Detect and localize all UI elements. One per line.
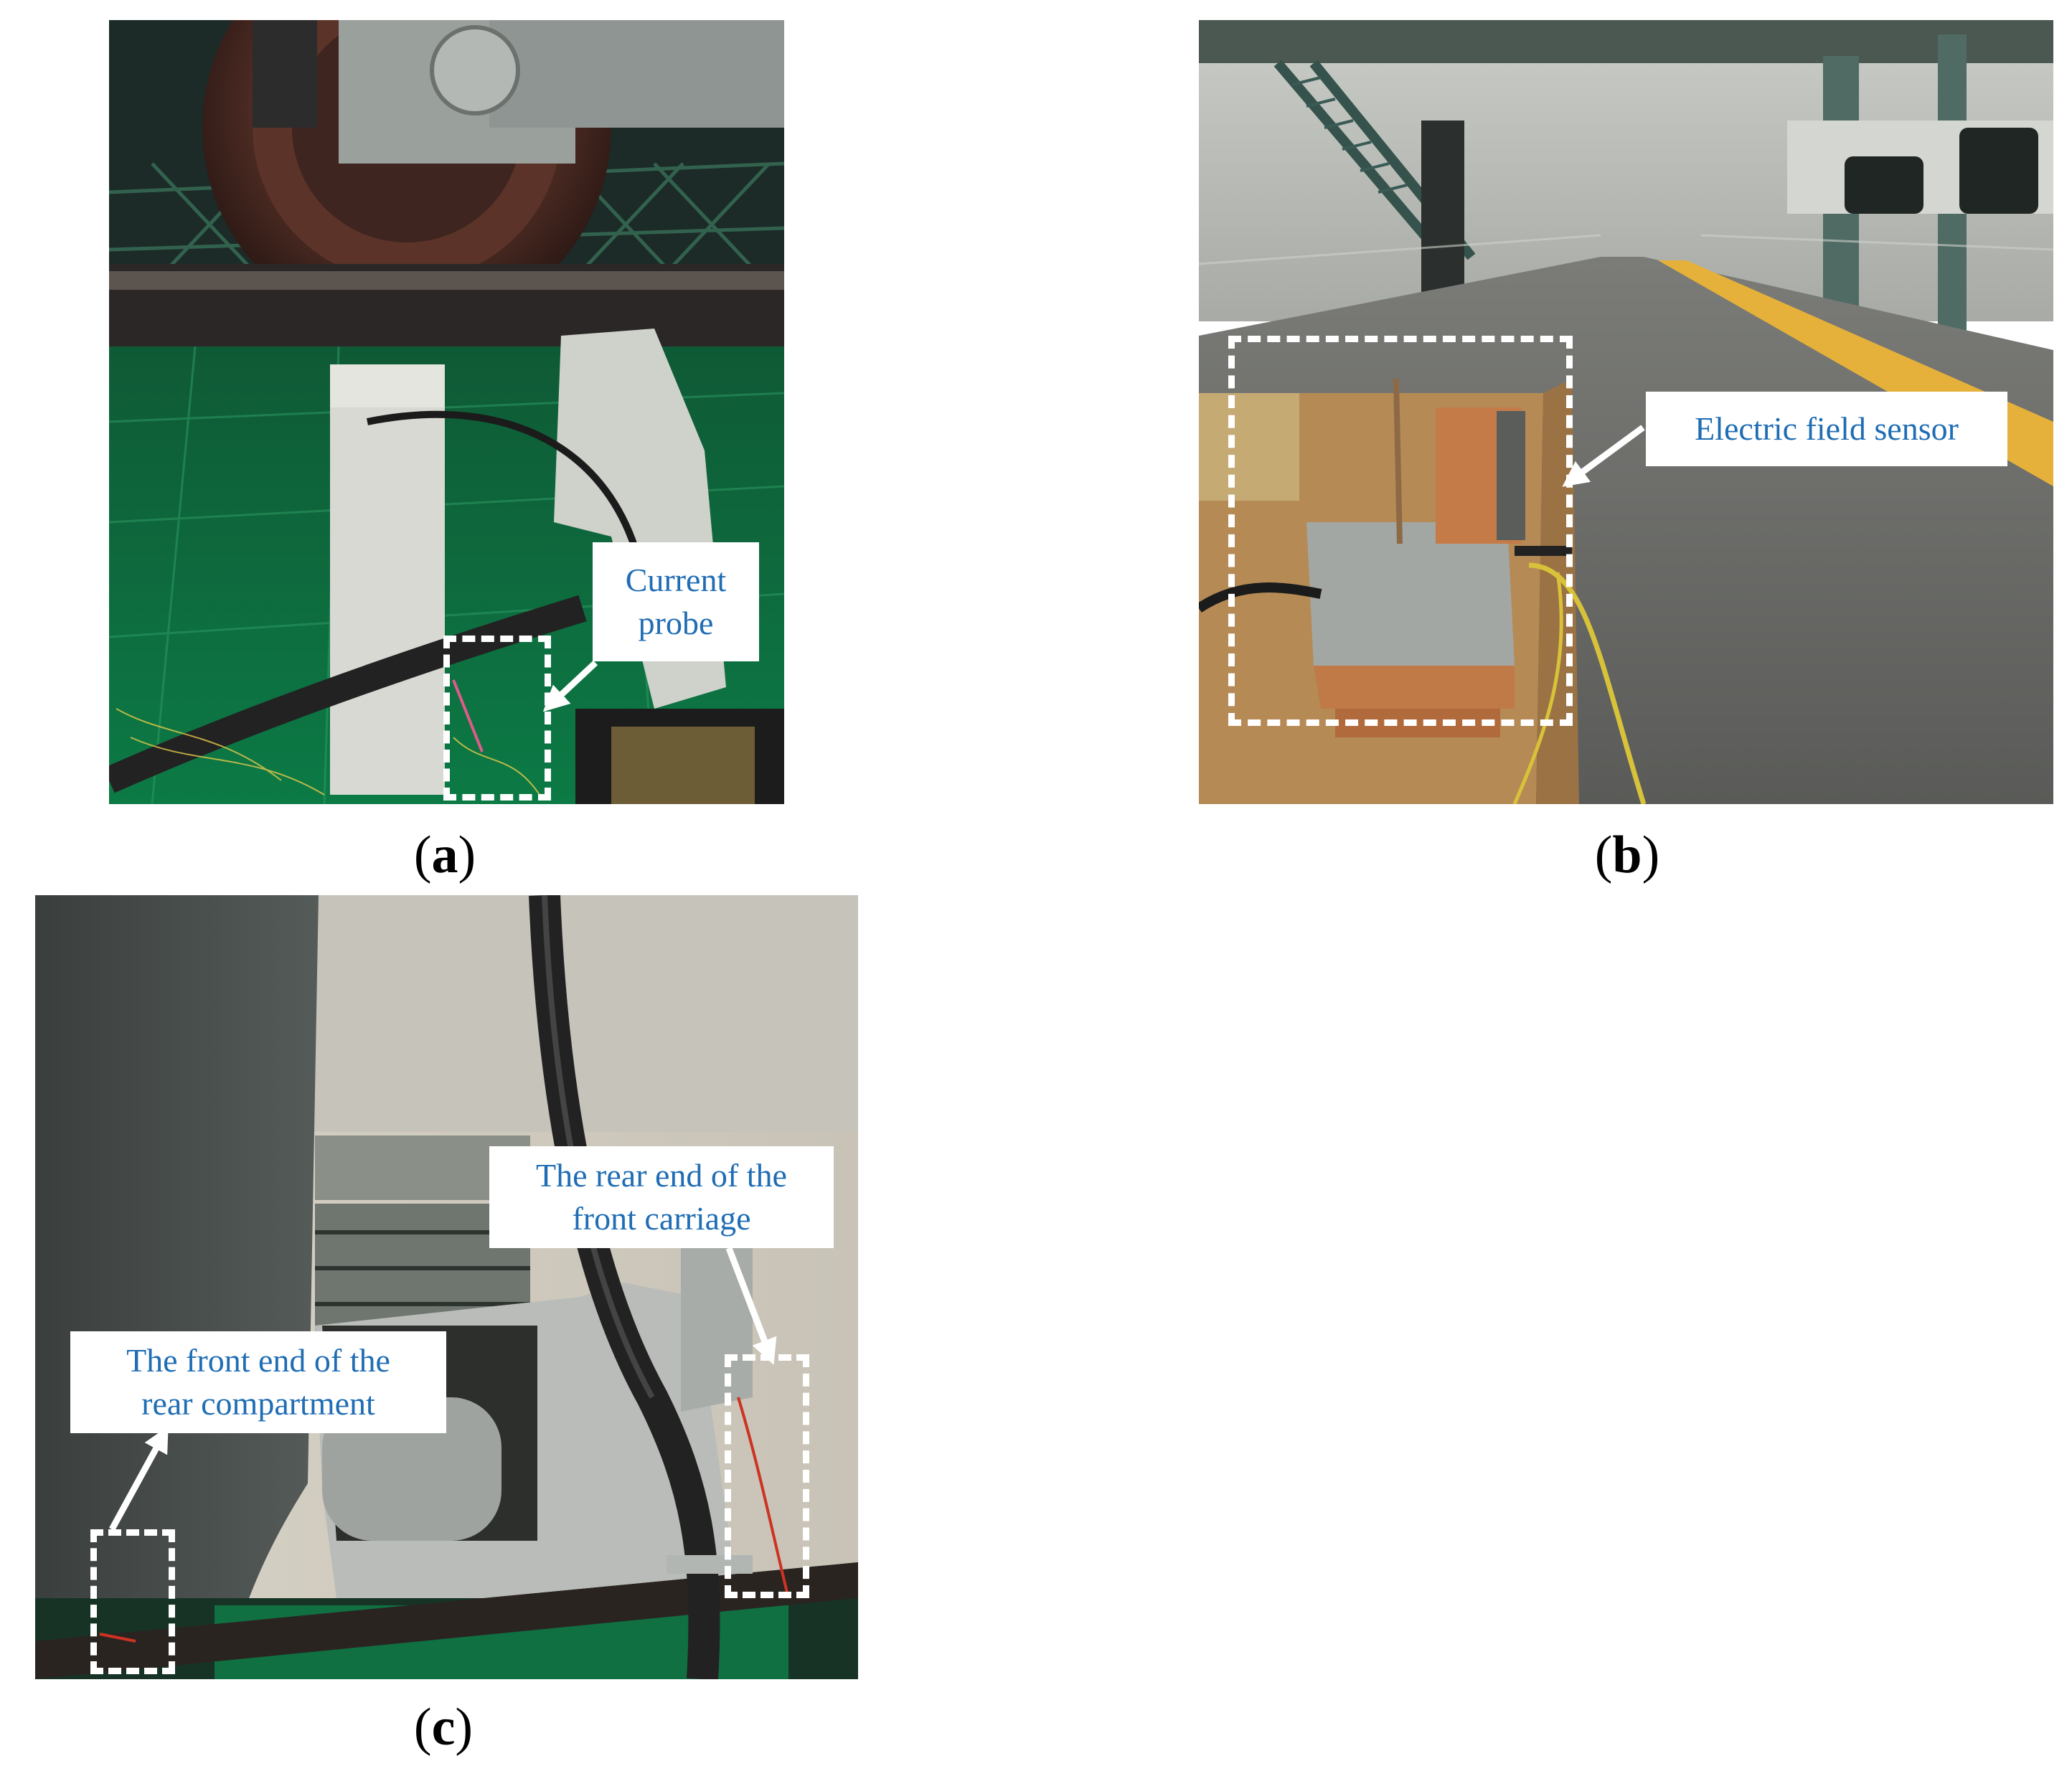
caption-b-close: ) [1642, 826, 1660, 884]
caption-a-open: ( [413, 826, 432, 884]
label-front-carriage-line2: front carriage [572, 1200, 751, 1237]
caption-a: (a) [373, 825, 517, 886]
label-electric-field-sensor-text: Electric field sensor [1695, 410, 1959, 447]
caption-b-open: ( [1594, 826, 1613, 884]
label-front-carriage-rear-end: The rear end of the front carriage [489, 1146, 834, 1248]
caption-c-open: ( [413, 1698, 432, 1757]
label-front-carriage-line1: The rear end of the [536, 1157, 787, 1194]
marker-electric-field-sensor [1228, 336, 1573, 726]
label-electric-field-sensor: Electric field sensor [1646, 392, 2007, 466]
caption-a-close: ) [458, 826, 476, 884]
caption-c-letter: c [431, 1698, 456, 1757]
label-current-probe: Current probe [593, 542, 759, 661]
label-rear-compartment-line2: rear compartment [141, 1385, 375, 1422]
marker-front-carriage-rear-end [725, 1354, 809, 1598]
label-rear-compartment-line1: The front end of the [126, 1342, 390, 1379]
label-rear-compartment-front-end: The front end of the rear compartment [70, 1331, 446, 1433]
caption-c-close: ) [455, 1698, 474, 1757]
label-current-probe-line2: probe [638, 605, 714, 641]
caption-c: (c) [372, 1697, 515, 1758]
caption-b: (b) [1555, 825, 1699, 886]
caption-a-letter: a [431, 826, 458, 884]
label-current-probe-line1: Current [625, 562, 727, 598]
marker-current-probe [443, 636, 551, 801]
marker-rear-compartment-front-end [90, 1529, 175, 1674]
caption-b-letter: b [1612, 826, 1642, 884]
